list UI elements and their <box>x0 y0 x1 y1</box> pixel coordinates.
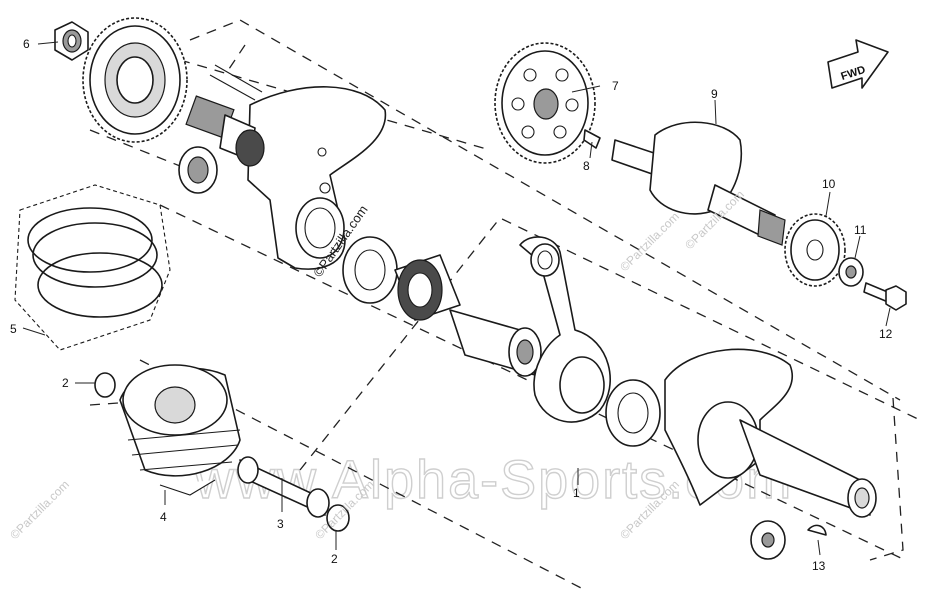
part-11-washer <box>838 257 864 287</box>
partzilla-watermark: ©Partzilla.com <box>7 477 72 542</box>
thrust-washer-right <box>605 379 661 447</box>
partzilla-watermark: ©Partzilla.com <box>617 209 682 274</box>
part-10-sprocket <box>784 213 846 287</box>
part-2-circlip-lower <box>326 504 350 532</box>
part-6-nut <box>54 21 89 61</box>
part-9-balancer-shaft <box>611 121 786 246</box>
callout-6: 6 <box>23 37 30 51</box>
part-7-balancer-gear <box>494 42 596 164</box>
part-13-key <box>807 524 827 536</box>
callout-12: 12 <box>879 327 893 341</box>
thrust-washer-left <box>342 236 398 304</box>
crank-pin <box>449 309 542 377</box>
drive-gear <box>82 17 188 143</box>
crank-washer <box>750 520 786 560</box>
part-5-piston-rings <box>14 184 171 351</box>
part-12-bolt <box>863 282 907 311</box>
callout-13: 13 <box>812 559 826 573</box>
callout-9: 9 <box>711 87 718 101</box>
callout-numbers: 6 7 8 9 10 11 12 5 2 4 3 2 1 13 <box>10 37 893 573</box>
callout-3: 3 <box>277 517 284 531</box>
leader-lines <box>22 41 891 556</box>
part-4-piston <box>119 364 241 496</box>
callout-2-lower: 2 <box>331 552 338 566</box>
callout-10: 10 <box>822 177 836 191</box>
part-2-circlip-upper <box>94 372 116 398</box>
callout-1: 1 <box>573 486 580 500</box>
callout-2-upper: 2 <box>62 376 69 390</box>
fwd-direction-arrow: FWD <box>827 39 889 89</box>
needle-bearing <box>394 254 461 321</box>
callout-4: 4 <box>160 510 167 524</box>
part-8-key <box>583 129 601 149</box>
callout-5: 5 <box>10 322 17 336</box>
callout-8: 8 <box>583 159 590 173</box>
part-1-crankshaft-right-half <box>664 348 877 518</box>
crankshaft-left-half <box>185 64 387 270</box>
connecting-rod <box>519 236 611 423</box>
callout-7: 7 <box>612 79 619 93</box>
callout-11: 11 <box>854 223 867 237</box>
shaft-seal <box>178 146 218 194</box>
